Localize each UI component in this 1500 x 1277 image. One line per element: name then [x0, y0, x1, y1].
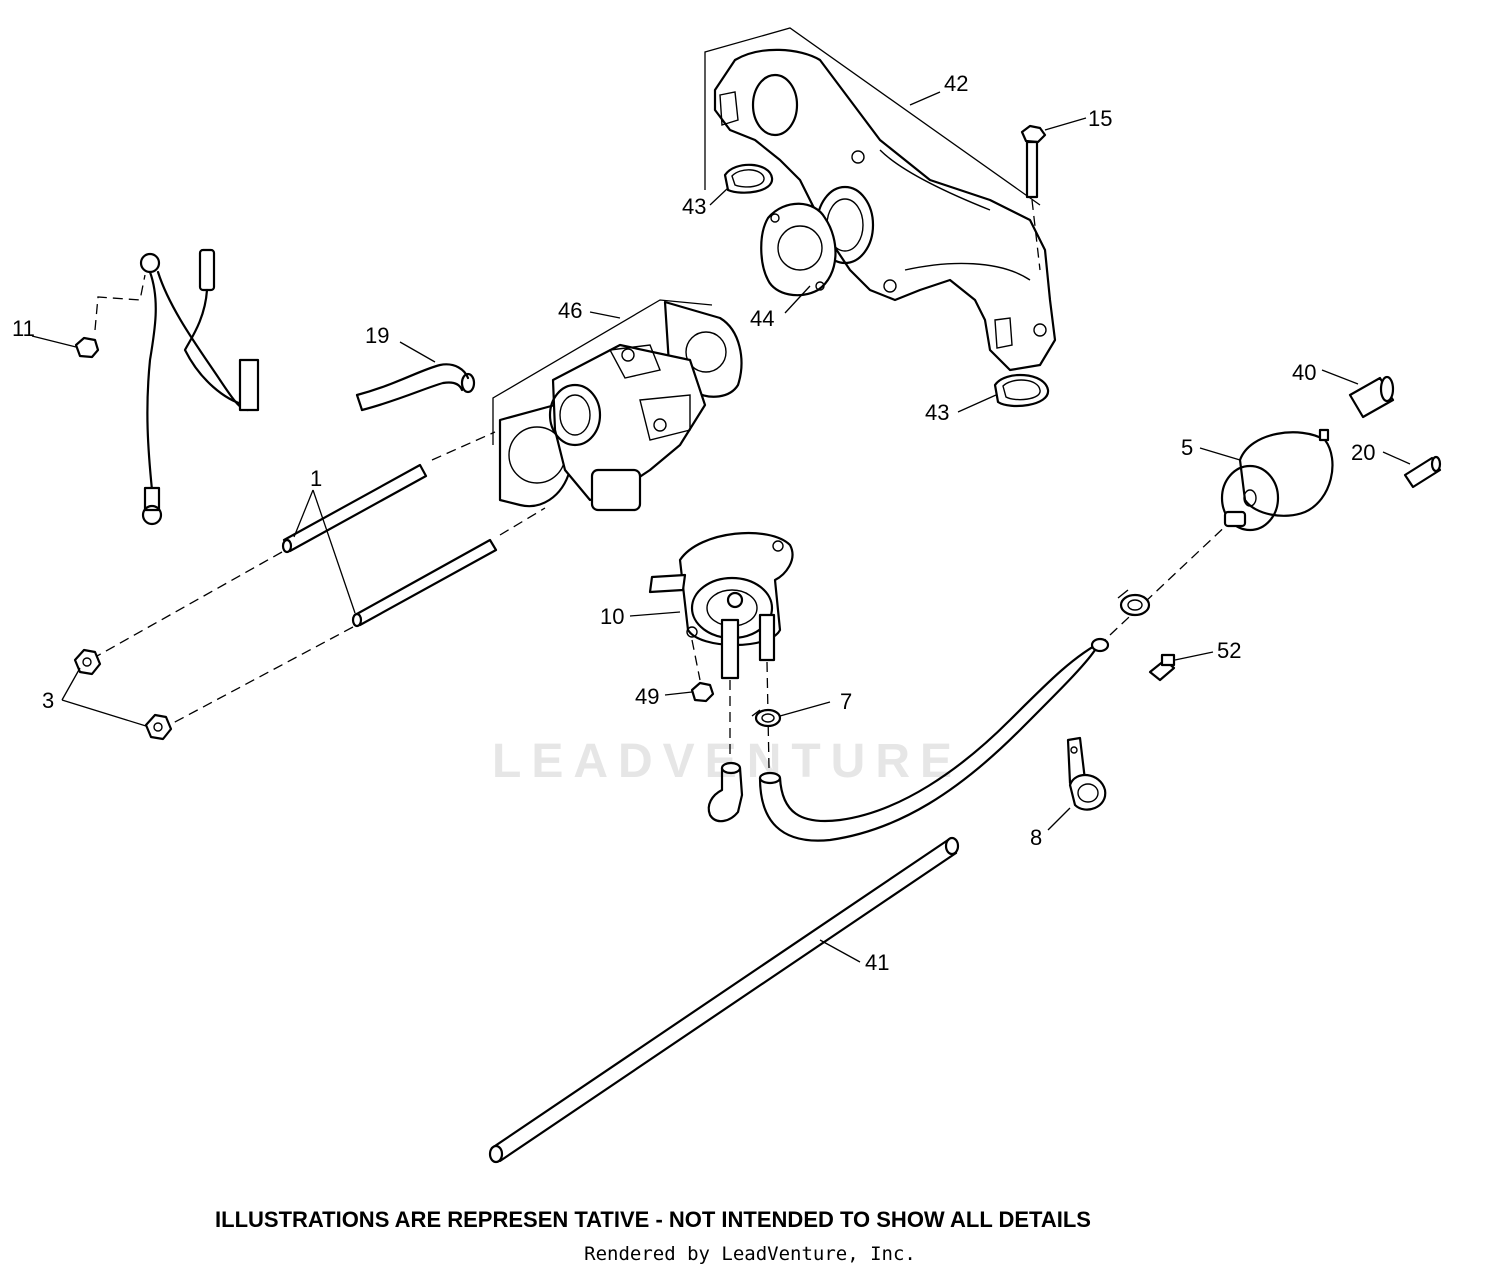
- callout-46: 46: [558, 298, 582, 323]
- callout-52: 52: [1217, 638, 1241, 663]
- part-43-gasket-lower[interactable]: [993, 373, 1050, 408]
- part-15-bolt[interactable]: [1020, 124, 1047, 271]
- callout-41: 41: [865, 950, 889, 975]
- callout-42: 42: [944, 71, 968, 96]
- callout-11: 11: [12, 316, 35, 341]
- part-20-pin[interactable]: [1403, 455, 1442, 489]
- watermark: LEADVENTURE: [492, 735, 962, 788]
- part-5-fuel-filter[interactable]: [1220, 428, 1334, 532]
- fuel-hose-elbow[interactable]: [707, 761, 744, 823]
- part-40-sleeve[interactable]: [1348, 375, 1395, 419]
- part-3-nut-lower[interactable]: [144, 713, 173, 741]
- part-43-gasket-upper[interactable]: [723, 163, 774, 194]
- fuel-hose-main[interactable]: [758, 519, 1233, 842]
- callout-10: 10: [600, 604, 624, 629]
- hose-clamp[interactable]: [1117, 589, 1151, 617]
- callout-40: 40: [1292, 360, 1316, 385]
- part-10-fuel-pump[interactable]: [648, 531, 794, 769]
- part-41-fuel-line[interactable]: [488, 836, 960, 1164]
- callout-19: 19: [365, 323, 389, 348]
- part-19-hose[interactable]: [355, 363, 476, 412]
- callout-43-lower: 43: [925, 400, 949, 425]
- callout-44: 44: [750, 306, 774, 331]
- callout-3: 3: [42, 688, 54, 713]
- part-11-wire-harness[interactable]: [94, 248, 260, 526]
- part-42-intake-manifold[interactable]: [704, 27, 1057, 372]
- callout-49: 49: [635, 684, 659, 709]
- part-1-stud-upper[interactable]: [89, 431, 496, 661]
- part-44-gasket[interactable]: [760, 202, 837, 297]
- part-8-clip[interactable]: [1066, 736, 1107, 811]
- part-49-screw[interactable]: [690, 681, 715, 703]
- part-1-stud-lower[interactable]: [159, 507, 546, 731]
- part-3-nut-upper[interactable]: [73, 648, 102, 676]
- disclaimer-text: ILLUSTRATIONS ARE REPRESEN TATIVE - NOT …: [215, 1207, 1091, 1232]
- callout-8: 8: [1030, 825, 1042, 850]
- callout-43-upper: 43: [682, 194, 706, 219]
- callout-15: 15: [1088, 106, 1112, 131]
- credit-text: Rendered by LeadVenture, Inc.: [584, 1243, 916, 1265]
- part-46-carburetor[interactable]: [492, 299, 743, 512]
- callout-labels: 11 1 3 19 46 44 42 15 43 43 40 5 20 10 4…: [12, 71, 1375, 975]
- part-7-clamp[interactable]: [751, 708, 782, 728]
- callout-1: 1: [310, 466, 322, 491]
- callout-20: 20: [1351, 440, 1375, 465]
- callout-7: 7: [840, 689, 852, 714]
- leader-lines: [31, 91, 1411, 963]
- callout-5: 5: [1181, 435, 1193, 460]
- part-52-fitting[interactable]: [1148, 653, 1176, 682]
- part-11-screw[interactable]: [74, 336, 100, 359]
